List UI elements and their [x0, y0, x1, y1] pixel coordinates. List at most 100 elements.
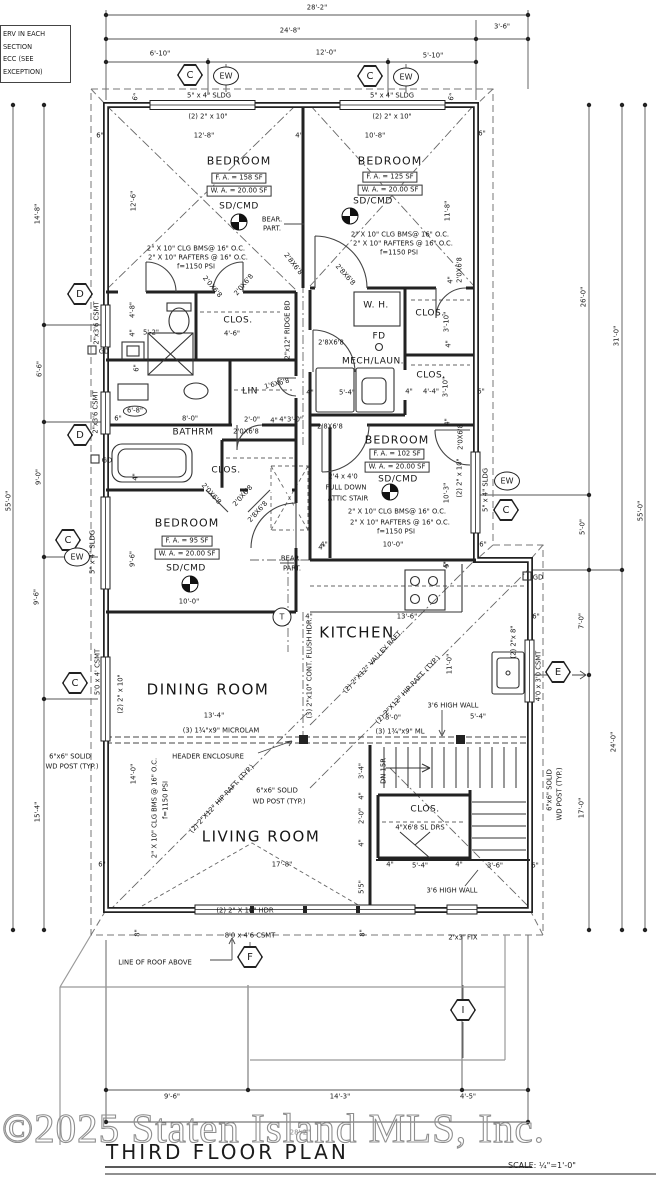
drawing-label: CLOS. [415, 308, 445, 319]
drawing-label: 9'-6" [128, 550, 137, 568]
drawing-label: FD [372, 331, 386, 342]
drawing-label: 5'-2" [142, 328, 160, 337]
drawing-label: 4" [295, 131, 303, 140]
drawing-label: 6'-10" [149, 49, 171, 58]
drawing-label: 10'-0" [382, 540, 404, 549]
drawing-label: BATHRM [172, 427, 214, 438]
drawing-label: 4" [270, 416, 278, 425]
drawing-label: 17'-0" [577, 797, 586, 819]
drawing-label: (3) 1¾"x9" MICROLAM [182, 726, 260, 735]
drawing-label: SD/CMD [353, 196, 393, 207]
drawing-label: 2'8X6'8 [318, 338, 344, 347]
drawing-label: PART. [262, 224, 282, 233]
drawing-label: 8" [133, 929, 142, 937]
drawing-label: 2"x3'6 CSMT [92, 301, 101, 345]
drawing-label: (2) 2" X 10" HDR [216, 906, 274, 915]
drawing-label: 2'8X6'8 [317, 422, 343, 431]
drawing-label: 3'-6" [486, 861, 504, 870]
drawing-label: CLOS. [416, 370, 446, 381]
drawing-label: (2) 2" x 10" [372, 112, 412, 121]
note-line: ECC (SEE [3, 55, 34, 64]
note-line: SECTION [3, 42, 33, 51]
section-marker-ew: EW [494, 471, 520, 491]
drawing-label: BEDROOM [357, 154, 423, 168]
drawing-label: PART. [282, 564, 302, 573]
drawing-label: (2) 2" x 10" [188, 112, 228, 121]
drawing-label: 2" X 10" RAFTERS @ 16" O.C. [353, 239, 453, 248]
drawing-label: 4" [386, 860, 394, 869]
drawing-label: 4" [443, 418, 452, 426]
drawing-label: 4" [455, 860, 463, 869]
watermark: ©2025 Staten Island MLS, Inc. [1, 1104, 545, 1151]
drawing-label: W. A. = 20.00 SF [364, 461, 430, 473]
dimension-dots [10, 12, 648, 1125]
section-marker-f: F [237, 946, 263, 968]
drawing-label: (3) 2"x10" CONT. FLUSH HDR. [305, 617, 314, 719]
drawing-label: 5'-4" [411, 861, 429, 870]
drawing-label: 4" [306, 388, 314, 397]
drawing-label: 3'-10" [442, 311, 451, 333]
section-marker-d: D [67, 424, 93, 446]
drawing-label: F. A. = 102 SF [369, 448, 425, 460]
drawing-label: 8'-0" [181, 414, 199, 423]
drawing-label: 9'-0" [34, 468, 43, 486]
drawing-label: 5'5" [357, 880, 366, 894]
drawing-label: LIN [242, 386, 258, 397]
plan-note-box: ERV IN EACH SECTION ECC (SEE EXCEPTION) [0, 25, 71, 83]
drawing-label: 17'-8" [271, 860, 293, 869]
drawing-label: (3) 1¾"x9" ML [375, 727, 425, 736]
drawing-label: 6"x6" SOLID [256, 786, 298, 795]
drawing-label: BEAR. [280, 554, 302, 563]
drawing-label: CLOS. [223, 315, 253, 326]
drawing-label: 4" [279, 415, 287, 424]
drawing-label: WD POST (TYP.) [45, 762, 99, 771]
drawing-label: 3'-4" [357, 762, 366, 780]
drawing-label: 6" [479, 540, 487, 549]
drawing-label: 4" [405, 387, 413, 396]
drawing-label: 2"x3'6 CSMT [91, 390, 100, 434]
scale-note: SCALE: ¼"=1'-0" [508, 1161, 576, 1170]
drawing-label: 8" [358, 929, 367, 937]
drawing-label: 12'-0" [315, 48, 337, 57]
drawing-label: W. A. = 20.00 SF [206, 185, 272, 197]
drawing-label: WD POST (TYP.) [555, 767, 564, 821]
drawing-label: 5" x 4" SLDG [369, 91, 415, 100]
drawing-label: 12'-6" [129, 190, 138, 212]
drawing-label: 5'-4" [469, 712, 487, 721]
drawing-label: SD/CMD [166, 563, 206, 574]
section-marker-ew: EW [64, 547, 90, 567]
drawing-label: 2'-0" [357, 807, 366, 825]
drawing-label: 28'-2" [289, 1128, 311, 1137]
drawing-label: F. A. = 95 SF [161, 535, 213, 547]
drawing-label: 14'-0" [129, 763, 138, 785]
drawing-label: SD/CMD [378, 474, 418, 485]
drawing-label: 3'-6" [493, 22, 511, 31]
drawing-label: 4" [357, 839, 366, 847]
drawing-label: MECH/LAUN. [341, 356, 405, 367]
drawing-label: 2" X 10" CLG BMS@ 16" O.C. [350, 230, 450, 239]
drawing-label: 5" x 4" SLDG [481, 467, 490, 513]
rafter-lines [105, 104, 531, 913]
drawing-label: 2" X 10" RAFTERS @ 16" O.C. [350, 518, 450, 527]
drawing-label: 14'-3" [329, 1092, 351, 1101]
drawing-label: 6" [96, 131, 104, 140]
drawing-label: 4'0 x 3'0 CSMT [534, 650, 543, 702]
drawing-label: 4" [320, 540, 328, 549]
sd-cmd-detector-icon [181, 575, 199, 593]
drawing-label: F. A. = 125 SF [362, 171, 418, 183]
drawing-label: W. A. = 20.00 SF [154, 548, 220, 560]
drawing-label: 6" [114, 414, 122, 423]
drawing-label: 6'-8" [122, 405, 148, 417]
drawing-label: 6" [477, 387, 485, 396]
section-marker-c: C [62, 672, 88, 694]
drawing-label: 2'4 x 4'0 [328, 472, 358, 481]
drawing-label: 10'-3" [442, 482, 451, 504]
drawing-label: 26'-0" [579, 286, 588, 308]
drawing-label: CLOS. [211, 465, 241, 476]
drawing-label: BEAR. [261, 215, 283, 224]
drawing-label: 2" X 10" RAFTERS @ 16" O.C. [148, 253, 248, 262]
section-marker-c: C [55, 529, 81, 551]
drawing-label: 5" x 4" SLDG [88, 529, 97, 575]
